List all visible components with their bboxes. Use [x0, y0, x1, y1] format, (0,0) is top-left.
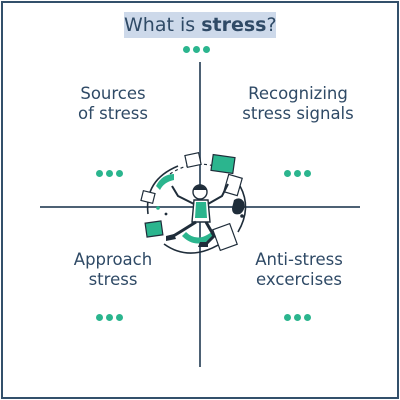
title-suffix: ? — [266, 14, 277, 36]
quadrant-label-line: Sources — [80, 84, 146, 103]
quadrant-label-line: of stress — [78, 104, 148, 123]
diagram-title: What is stress? — [124, 12, 277, 38]
sources-more-dots-icon — [96, 170, 123, 178]
quadrant-label-recognizing: Recognizing stress signals — [228, 84, 368, 124]
quadrant-label-line: Anti-stress — [255, 250, 343, 269]
quadrant-label-line: stress — [88, 270, 138, 289]
quadrant-label-approach: Approach stress — [58, 250, 168, 290]
quadrant-label-line: Approach — [73, 250, 153, 269]
stressed-person-illustration — [140, 152, 247, 254]
title-prefix: What is — [124, 14, 202, 36]
quadrant-label-anti-stress: Anti-stress excercises — [234, 250, 364, 290]
quadrant-label-line: stress signals — [242, 104, 354, 123]
quadrant-label-sources: Sources of stress — [58, 84, 168, 124]
approach-more-dots-icon — [96, 314, 123, 322]
anti-stress-more-dots-icon — [284, 314, 311, 322]
quadrant-label-line: excercises — [256, 270, 342, 289]
recognizing-more-dots-icon — [284, 170, 311, 178]
title-keyword: stress — [201, 14, 267, 36]
quadrant-label-line: Recognizing — [248, 84, 348, 103]
title-more-dots-icon — [183, 46, 210, 54]
